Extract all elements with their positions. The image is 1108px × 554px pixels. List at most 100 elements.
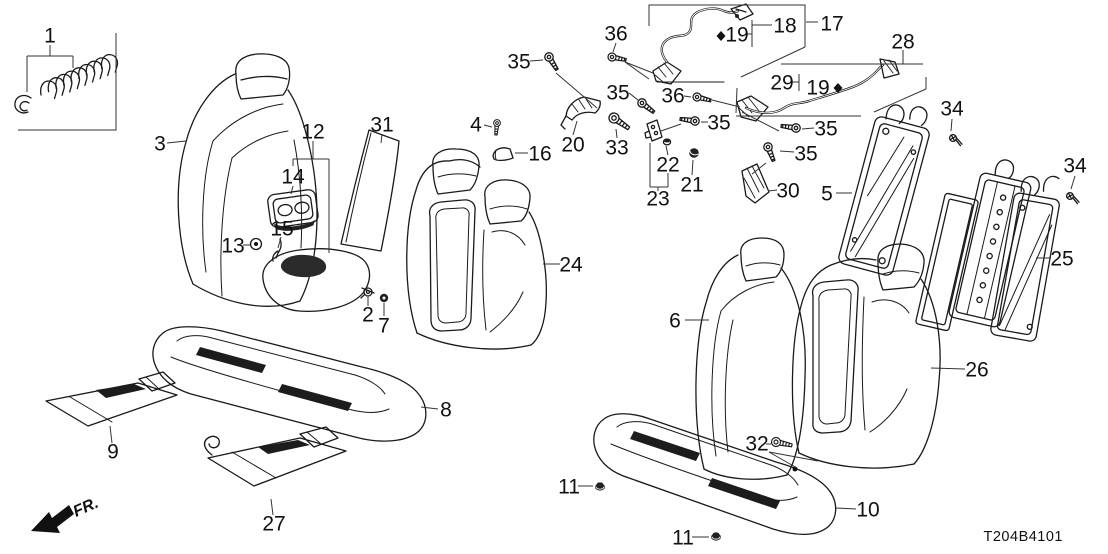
grommet-11-a [594, 481, 606, 492]
single-clip [15, 96, 31, 113]
leader-line [109, 425, 113, 444]
seat-cushion-10 [594, 414, 836, 542]
leader-line [277, 236, 282, 249]
part-label-22: 22 [656, 154, 679, 177]
bolt-35-a [542, 50, 562, 73]
part-label-23: 23 [646, 188, 669, 211]
leader-line [572, 120, 578, 136]
seat-heater-9 [46, 372, 177, 426]
bolt-35-d [779, 121, 802, 134]
bolt-33 [606, 110, 633, 134]
part-label-11: 11 [558, 476, 580, 499]
leader-line [18, 33, 117, 131]
heater-cable [205, 436, 220, 455]
screw-34-a [947, 133, 965, 147]
part-label-16: 16 [528, 143, 551, 166]
seat-heater-27 [205, 427, 346, 486]
part-label-10: 10 [856, 499, 879, 522]
armrest-assembly [251, 130, 400, 311]
leader-line [741, 111, 780, 132]
part-label-3: 3 [154, 133, 166, 156]
part-label-12: 12 [301, 121, 324, 144]
cable-assembly-28-29 [737, 59, 899, 121]
leader-line [529, 59, 544, 62]
leader-line [612, 42, 617, 53]
buckle [731, 4, 753, 20]
part-label-35: 35 [507, 51, 530, 74]
leader-line [735, 87, 738, 114]
part-label-8: 8 [440, 399, 452, 422]
part-label-18: 18 [773, 15, 796, 38]
part-label-21: 21 [680, 174, 703, 197]
leader-line [801, 127, 815, 130]
leader-line [420, 406, 439, 410]
cable-assembly-17-18 [653, 4, 753, 84]
seat-back-frame-assembly-25 [915, 133, 1082, 342]
retainer-clip-set-1 [15, 53, 119, 113]
seat-back-cover-6 [696, 238, 805, 479]
leader-line [835, 507, 857, 510]
nut-7 [379, 293, 389, 303]
part-label-29: 29 [770, 72, 793, 95]
part-label-35: 35 [814, 118, 837, 141]
leader-lines [18, 4, 1076, 538]
leader-line [930, 367, 966, 370]
leader-line [1070, 175, 1076, 190]
center-panel-31 [341, 130, 399, 251]
part-label-27: 27 [262, 513, 285, 536]
leader-line [751, 162, 767, 175]
part-label-9: 9 [107, 441, 119, 464]
fr-arrow-icon [31, 505, 74, 533]
part-label-19: 19 [806, 77, 829, 100]
part-label-30: 30 [776, 180, 799, 203]
nut-small [663, 138, 670, 145]
part-label-36: 36 [661, 85, 684, 108]
part-label-5: 5 [821, 183, 833, 206]
seat-back-frame-5 [837, 97, 935, 277]
seat-cushion-8 [153, 327, 426, 441]
part-label-36: 36 [604, 23, 627, 46]
bolt-32 [770, 436, 794, 451]
leader-line [691, 159, 694, 176]
part-label-35: 35 [606, 82, 629, 105]
leader-line [768, 451, 819, 462]
bolt-2 [361, 288, 372, 298]
leader-line [768, 451, 798, 469]
leader-line [873, 88, 927, 113]
part-label-11: 11 [672, 527, 694, 550]
cap-16 [493, 148, 513, 161]
leader-line [711, 99, 741, 108]
screw-36-a [606, 51, 628, 65]
part-label-19: 19 [725, 24, 748, 47]
leader-line [615, 128, 618, 139]
armrest-recess [280, 254, 327, 278]
part-label-2: 2 [362, 304, 374, 327]
leader-line [779, 150, 795, 153]
leader-line [683, 95, 692, 98]
fr-label: FR. [71, 495, 101, 521]
clip-19-a [716, 31, 726, 41]
seat-back-cover-26 [792, 244, 940, 468]
part-label-35: 35 [707, 112, 730, 135]
leader-line [166, 140, 187, 144]
latch-30 [742, 121, 802, 203]
screw-36-b [691, 91, 713, 105]
leader-line [648, 4, 806, 47]
hardware-cluster [492, 50, 713, 161]
leader-line [950, 118, 953, 132]
part-label-34: 34 [940, 98, 964, 121]
part-label-20: 20 [561, 134, 584, 157]
bolt-35-c [678, 114, 701, 127]
part-label-1: 1 [44, 25, 56, 48]
part-label-15: 15 [270, 218, 293, 241]
leader-line [624, 61, 650, 80]
part-label-26: 26 [965, 359, 988, 382]
part-label-35: 35 [794, 143, 817, 166]
bolt-35-b [635, 96, 658, 117]
part-label-31: 31 [370, 114, 393, 137]
latch-plate [653, 62, 681, 84]
bracket-20 [561, 97, 600, 129]
leader-line [767, 189, 778, 192]
